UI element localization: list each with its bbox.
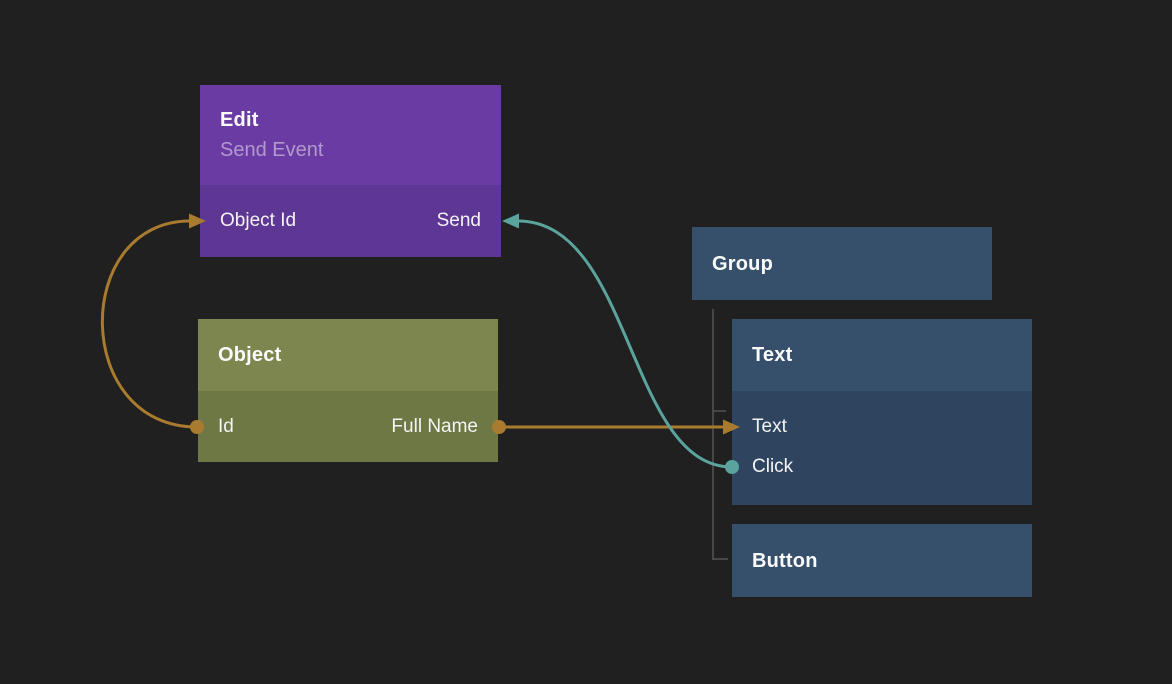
node-text-header: Text (732, 319, 1032, 391)
node-text-body: Text Click (732, 391, 1032, 505)
connection-object-fullname-to-text-text[interactable] (492, 419, 740, 435)
arrowhead-edit-send (502, 213, 519, 229)
node-text-port-row-click: Click (732, 447, 1032, 487)
node-edit[interactable]: Edit Send Event Object Id Send (200, 85, 501, 257)
node-object-title: Object (218, 344, 282, 366)
node-button[interactable]: Button (732, 524, 1032, 597)
node-text-title: Text (752, 344, 793, 366)
port-object-full-name[interactable]: Full Name (391, 415, 478, 437)
port-edit-send[interactable]: Send (436, 210, 481, 231)
node-text-port-row-text: Text (732, 407, 1032, 447)
node-button-title: Button (752, 549, 818, 572)
connection-object-id-to-edit-object-id[interactable] (100, 213, 206, 435)
node-object-port-row: Id Full Name (198, 416, 498, 438)
node-edit-body: Object Id Send (200, 185, 501, 257)
port-text-text[interactable]: Text (752, 416, 787, 437)
node-text[interactable]: Text Text Click (732, 319, 1032, 505)
node-edit-title: Edit (220, 109, 259, 131)
port-object-id[interactable]: Id (218, 415, 234, 437)
node-object-body: Id Full Name (198, 391, 498, 462)
node-edit-subtitle: Send Event (220, 139, 324, 161)
node-group[interactable]: Group (692, 227, 992, 300)
node-group-title: Group (712, 252, 773, 275)
node-group-header: Group (692, 227, 992, 300)
port-text-click[interactable]: Click (752, 456, 794, 477)
group-tree-connector (712, 309, 728, 560)
node-edit-header: Edit Send Event (200, 85, 501, 185)
node-button-header: Button (732, 524, 1032, 597)
node-edit-port-row: Object Id Send (200, 210, 501, 232)
node-object[interactable]: Object Id Full Name (198, 319, 498, 462)
port-edit-object-id[interactable]: Object Id (220, 210, 297, 231)
node-object-header: Object (198, 319, 498, 391)
